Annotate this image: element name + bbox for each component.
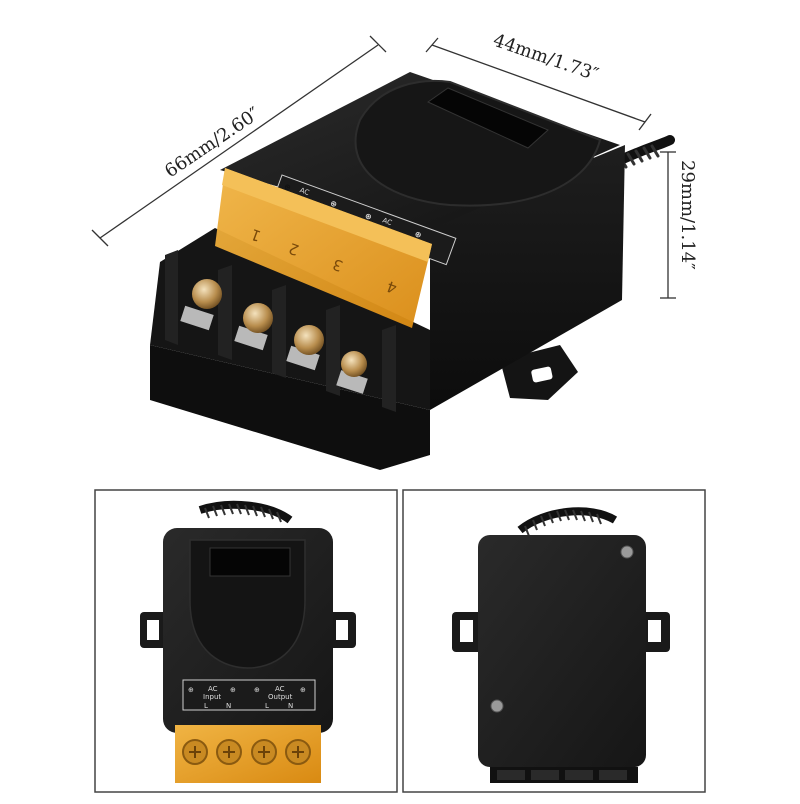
ground-symbol-icon: ⊕ [283, 182, 292, 193]
pin-l-label: L [265, 702, 269, 710]
dimension-length [91, 35, 387, 247]
ground-symbol-icon: ⊕ [300, 686, 306, 694]
output-label: Output [268, 693, 293, 701]
output-label-ac: AC [381, 216, 393, 227]
ground-symbol-icon: ⊕ [364, 211, 373, 222]
screw [294, 325, 324, 355]
terminal-cover [175, 725, 321, 783]
input-label-ac: AC [208, 685, 218, 693]
dimension-width-label: 44mm/1.73″ [490, 30, 601, 86]
pin-n-label: N [226, 702, 231, 710]
terminal-label-strip: ⊕ AC Input ⊕ ⊕ AC Output ⊕ L N L N [182, 679, 316, 711]
housing-dome [354, 80, 602, 207]
dimension-height [660, 151, 676, 299]
input-label: Input [203, 693, 221, 701]
front-view-panel: ⊕ AC Input ⊕ ⊕ AC Output ⊕ L N L N [94, 489, 398, 793]
dimension-height-label: 29mm/1.14″ [677, 160, 698, 270]
display-window [209, 547, 291, 577]
screw [243, 303, 273, 333]
ground-symbol-icon: ⊕ [413, 229, 422, 240]
display-window [426, 87, 549, 149]
mounting-tab [500, 345, 578, 400]
main-relay-view: ⊕ AC Input ⊕ ⊕ AC Output ⊕ [91, 30, 698, 470]
back-view-panel [402, 489, 706, 793]
housing-side [430, 145, 625, 410]
housing-back [478, 535, 646, 767]
terminal-cover: 1 2 3 4 [215, 168, 432, 328]
input-label-ac: AC [299, 186, 311, 197]
output-label-ac: AC [275, 685, 285, 693]
screw [341, 351, 367, 377]
ground-symbol-icon: ⊕ [254, 686, 260, 694]
pin-l-label: L [204, 702, 208, 710]
antenna-cable [198, 500, 293, 524]
housing-front [150, 345, 430, 470]
ground-symbol-icon: ⊕ [230, 686, 236, 694]
screw [192, 279, 222, 309]
dimension-width [425, 37, 652, 131]
pin-n-label: N [288, 702, 293, 710]
terminal-screws [165, 250, 396, 412]
antenna-cable [517, 507, 618, 534]
ground-symbol-icon: ⊕ [188, 686, 194, 694]
screw [490, 699, 504, 713]
ground-symbol-icon: ⊕ [329, 199, 338, 210]
screw [620, 545, 634, 559]
